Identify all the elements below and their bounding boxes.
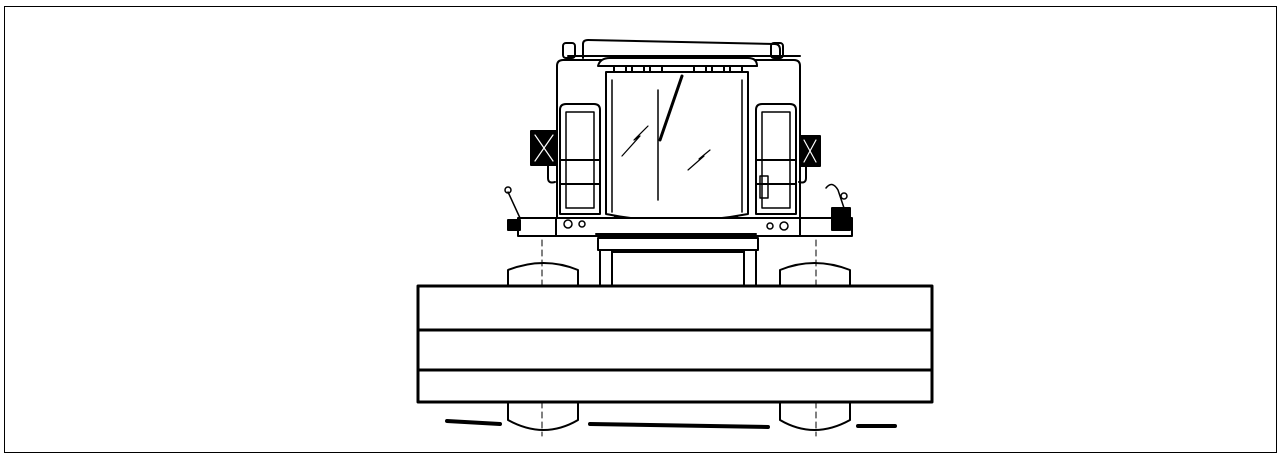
- left-indicator: [504, 186, 521, 231]
- right-beacon: [770, 42, 784, 59]
- front-beam: [517, 217, 853, 251]
- left-door: [547, 103, 601, 215]
- right-front-wheel: [779, 239, 851, 287]
- chassis: [599, 249, 757, 287]
- left-beacon: [562, 42, 576, 59]
- right-wheel-bottom: [779, 401, 851, 437]
- wiper: [658, 74, 684, 142]
- label-plate: [416, 284, 934, 404]
- right-door: [755, 103, 807, 215]
- windshield: [605, 71, 749, 228]
- roof: [562, 39, 801, 59]
- left-front-wheel: [507, 239, 579, 287]
- right-indicator: [825, 183, 851, 231]
- left-wheel-bottom: [507, 401, 579, 437]
- ground-line: [445, 419, 897, 429]
